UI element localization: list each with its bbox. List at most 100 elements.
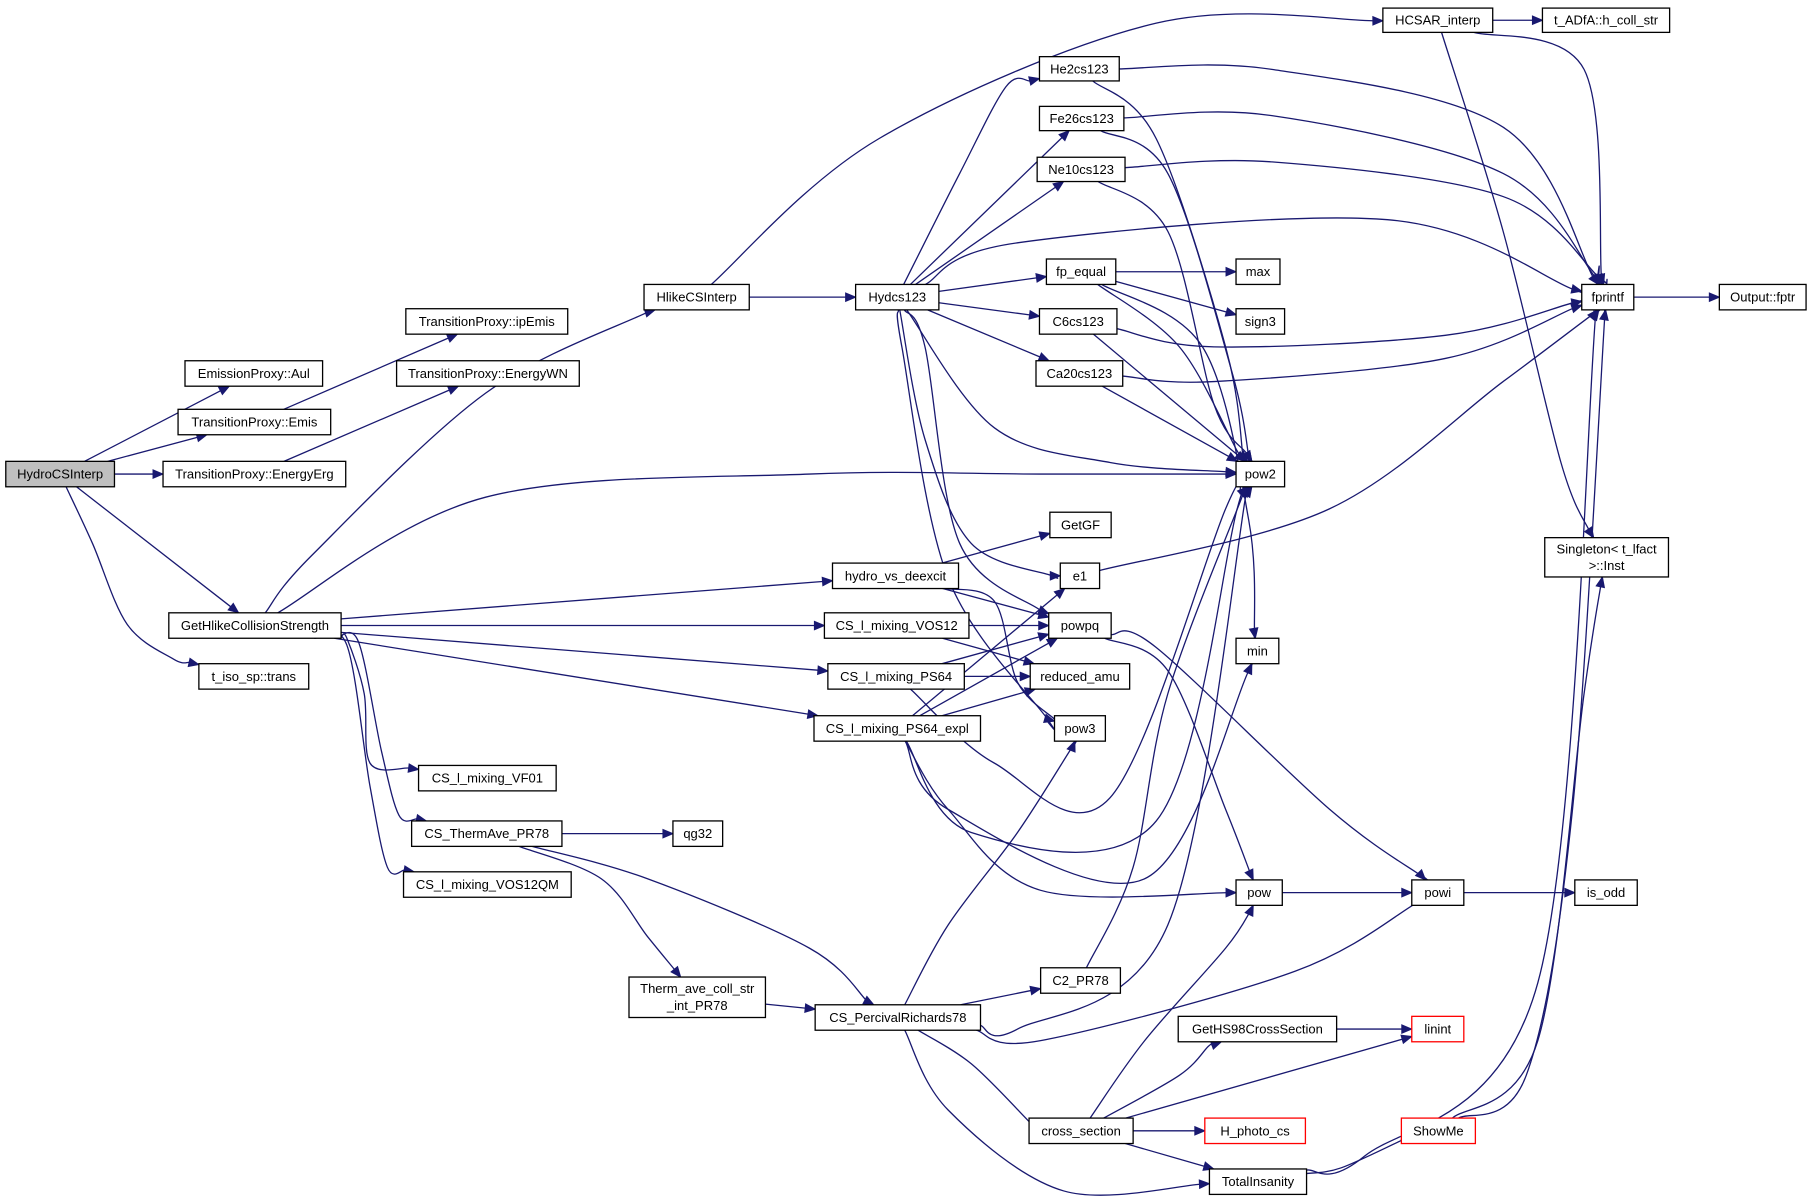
node-box[interactable] xyxy=(1045,258,1117,286)
node-box[interactable] xyxy=(410,820,563,848)
node-box[interactable] xyxy=(1029,663,1131,690)
node-box[interactable] xyxy=(5,460,116,488)
node-hydcs123[interactable]: Hydcs123 xyxy=(854,283,940,311)
node-ca20cs123[interactable]: Ca20cs123 xyxy=(1035,360,1124,387)
node-box[interactable] xyxy=(1541,7,1671,34)
node-box[interactable] xyxy=(1235,258,1281,286)
node-box[interactable] xyxy=(1036,156,1126,183)
node-box[interactable] xyxy=(395,360,580,387)
node-box[interactable] xyxy=(823,612,970,639)
node-transitionproxy-energywn[interactable]: TransitionProxy::EnergyWN xyxy=(395,360,580,387)
node-max[interactable]: max xyxy=(1235,258,1281,286)
node-hydro-vs-deexcit[interactable]: hydro_vs_deexcit xyxy=(831,562,960,590)
node-cs-percivalrichards78[interactable]: CS_PercivalRichards78 xyxy=(814,1004,982,1031)
node-totalinsanity[interactable]: TotalInsanity xyxy=(1208,1168,1308,1196)
node-hlikecsinterp[interactable]: HlikeCSInterp xyxy=(643,283,750,311)
node-powi[interactable]: powi xyxy=(1411,879,1465,906)
node-geths98crosssection[interactable]: GetHS98CrossSection xyxy=(1177,1015,1338,1043)
node-box[interactable] xyxy=(1038,308,1118,335)
node-t-adfa-h-coll-str[interactable]: t_ADfA::h_coll_str xyxy=(1541,7,1671,34)
node-fp-equal[interactable]: fp_equal xyxy=(1045,258,1117,286)
node-cs-l-mixing-ps64[interactable]: CS_l_mixing_PS64 xyxy=(827,663,965,690)
node-box[interactable] xyxy=(1038,105,1125,132)
node-box[interactable] xyxy=(168,612,342,639)
node-box[interactable] xyxy=(1208,1168,1308,1196)
node-c2-pr78[interactable]: C2_PR78 xyxy=(1039,967,1122,994)
node-box[interactable] xyxy=(1049,511,1112,539)
node-box[interactable] xyxy=(1053,715,1107,742)
node-fe26cs123[interactable]: Fe26cs123 xyxy=(1038,105,1125,132)
node-box[interactable] xyxy=(1411,879,1465,906)
node-pow[interactable]: pow xyxy=(1235,879,1283,906)
node-box[interactable] xyxy=(417,764,557,792)
node-getgf[interactable]: GetGF xyxy=(1049,511,1112,539)
node-box[interactable] xyxy=(827,663,965,690)
node-cs-thermave-pr78[interactable]: CS_ThermAve_PR78 xyxy=(410,820,563,848)
node-transitionproxy-energyerg[interactable]: TransitionProxy::EnergyErg xyxy=(162,460,347,488)
node-sign3[interactable]: sign3 xyxy=(1235,308,1286,335)
node-box[interactable] xyxy=(1235,637,1280,665)
node-box[interactable] xyxy=(1544,537,1670,578)
node-transitionproxy-emis[interactable]: TransitionProxy::Emis xyxy=(177,408,332,436)
node-ne10cs123[interactable]: Ne10cs123 xyxy=(1036,156,1126,183)
node-box[interactable] xyxy=(1059,562,1101,590)
node-e1[interactable]: e1 xyxy=(1059,562,1101,590)
node-box[interactable] xyxy=(831,562,960,590)
node-transitionproxy-ipemis[interactable]: TransitionProxy::ipEmis xyxy=(405,308,569,335)
node-box[interactable] xyxy=(1581,283,1635,311)
node-hydrocsinterp[interactable]: HydroCSInterp xyxy=(5,460,116,488)
node-box[interactable] xyxy=(1235,879,1283,906)
node-cs-l-mixing-vos12qm[interactable]: CS_l_mixing_VOS12QM xyxy=(402,871,572,898)
node-cs-l-mixing-vf01[interactable]: CS_l_mixing_VF01 xyxy=(417,764,557,792)
node-min[interactable]: min xyxy=(1235,637,1280,665)
node-hcsar-interp[interactable]: HCSAR_interp xyxy=(1382,7,1494,34)
node-box[interactable] xyxy=(643,283,750,311)
node-box[interactable] xyxy=(405,308,569,335)
node-powpq[interactable]: powpq xyxy=(1048,612,1112,639)
node-box[interactable] xyxy=(1204,1117,1307,1145)
node-box[interactable] xyxy=(672,820,724,848)
node-box[interactable] xyxy=(1038,56,1120,82)
node-pow3[interactable]: pow3 xyxy=(1053,715,1107,742)
node-box[interactable] xyxy=(1177,1015,1338,1043)
node-box[interactable] xyxy=(184,360,324,387)
node-box[interactable] xyxy=(1574,879,1638,906)
node-fprintf[interactable]: fprintf xyxy=(1581,283,1635,311)
node-t-iso-sp-trans[interactable]: t_iso_sp::trans xyxy=(198,663,310,690)
node-gethlikecollisionstrength[interactable]: GetHlikeCollisionStrength xyxy=(168,612,342,639)
node-singleton-t-lfact-inst[interactable]: Singleton< t_lfact>::Inst xyxy=(1544,537,1670,578)
node-c6cs123[interactable]: C6cs123 xyxy=(1038,308,1118,335)
node-box[interactable] xyxy=(628,976,767,1019)
node-box[interactable] xyxy=(1400,1117,1477,1145)
node-reduced-amu[interactable]: reduced_amu xyxy=(1029,663,1131,690)
node-pow2[interactable]: pow2 xyxy=(1235,460,1286,488)
node-therm-ave-coll-str-int-pr78[interactable]: Therm_ave_coll_str_int_PR78 xyxy=(628,976,767,1019)
node-box[interactable] xyxy=(402,871,572,898)
node-box[interactable] xyxy=(813,715,982,742)
node-output-fptr[interactable]: Output::fptr xyxy=(1718,283,1807,311)
node-box[interactable] xyxy=(1235,308,1286,335)
node-box[interactable] xyxy=(1382,7,1494,34)
node-box[interactable] xyxy=(1718,283,1807,311)
node-box[interactable] xyxy=(162,460,347,488)
node-linint[interactable]: linint xyxy=(1411,1015,1465,1043)
node-box[interactable] xyxy=(177,408,332,436)
node-cross-section[interactable]: cross_section xyxy=(1028,1117,1134,1145)
node-box[interactable] xyxy=(1235,460,1286,488)
node-box[interactable] xyxy=(1035,360,1124,387)
node-showme[interactable]: ShowMe xyxy=(1400,1117,1477,1145)
node-box[interactable] xyxy=(814,1004,982,1031)
node-h-photo-cs[interactable]: H_photo_cs xyxy=(1204,1117,1307,1145)
node-box[interactable] xyxy=(198,663,310,690)
node-qg32[interactable]: qg32 xyxy=(672,820,724,848)
node-he2cs123[interactable]: He2cs123 xyxy=(1038,56,1120,82)
node-box[interactable] xyxy=(1039,967,1122,994)
node-box[interactable] xyxy=(1048,612,1112,639)
node-box[interactable] xyxy=(854,283,940,311)
node-box[interactable] xyxy=(1028,1117,1134,1145)
node-cs-l-mixing-vos12[interactable]: CS_l_mixing_VOS12 xyxy=(823,612,970,639)
node-is-odd[interactable]: is_odd xyxy=(1574,879,1638,906)
node-box[interactable] xyxy=(1411,1015,1465,1043)
node-emissionproxy-aul[interactable]: EmissionProxy::Aul xyxy=(184,360,324,387)
node-cs-l-mixing-ps64-expl[interactable]: CS_l_mixing_PS64_expl xyxy=(813,715,982,742)
